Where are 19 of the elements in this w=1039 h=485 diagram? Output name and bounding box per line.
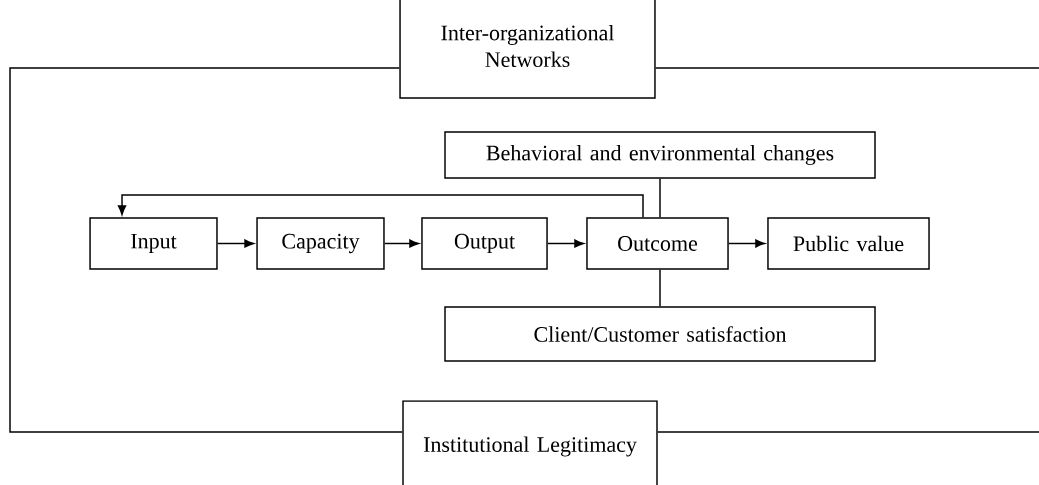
process-box: Public value: [767, 217, 930, 270]
process-box: Capacity: [256, 217, 385, 270]
connector-line: [659, 178, 661, 219]
process-box: Input: [89, 217, 218, 270]
network-box: Inter-organizational Networks: [399, 0, 656, 99]
connector-line: [9, 67, 403, 433]
connector-line: [659, 268, 661, 307]
changes-box: Behavioral and environmental changes: [444, 131, 876, 179]
connector-line: [657, 431, 1039, 433]
connector-line: [654, 67, 1039, 69]
arrow: [216, 239, 255, 248]
satisfaction-box: Client/Customer satisfaction: [444, 306, 876, 362]
arrow: [383, 239, 420, 248]
arrow: [728, 239, 766, 248]
arrow: [547, 239, 585, 248]
process-box: Output: [421, 217, 548, 270]
legitimacy-box: Institutional Legitimacy: [402, 400, 658, 485]
arrow: [117, 194, 644, 219]
process-box: Outcome: [586, 217, 729, 270]
